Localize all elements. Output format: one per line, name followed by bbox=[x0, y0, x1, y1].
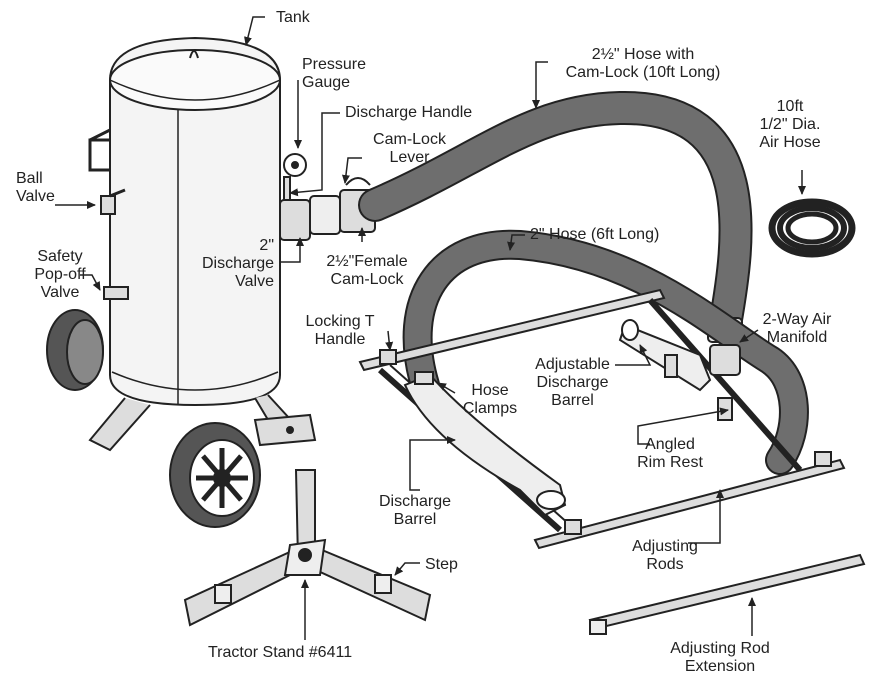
label-adjusting-rods: Adjusting Rods bbox=[620, 538, 710, 574]
label-line: Hose bbox=[471, 382, 509, 399]
label-line: Valve bbox=[235, 273, 274, 290]
label-hose-25: 2½" Hose with Cam-Lock (10ft Long) bbox=[548, 46, 738, 82]
label-line: Discharge bbox=[201, 255, 274, 272]
label-line: Manifold bbox=[766, 329, 828, 346]
label-line: 1/2" Dia. bbox=[759, 116, 821, 133]
label-line: Locking T bbox=[305, 313, 375, 330]
label-line: Lever bbox=[389, 149, 430, 166]
label-adjustable-barrel: Adjustable Discharge Barrel bbox=[525, 356, 620, 410]
label-line: Rods bbox=[646, 556, 684, 573]
label-line: Valve bbox=[40, 284, 80, 301]
label-line: Cam-Lock bbox=[373, 131, 446, 148]
label-line: Extension bbox=[684, 658, 756, 675]
label-hose-clamps: Hose Clamps bbox=[455, 382, 525, 418]
label-line: Cam-Lock (10ft Long) bbox=[565, 64, 721, 81]
label-line: 2½"Female bbox=[326, 253, 408, 270]
leader-lines bbox=[55, 16, 806, 640]
label-air-hose: 10ft 1/2" Dia. Air Hose bbox=[745, 98, 835, 152]
rod-extension bbox=[588, 553, 866, 635]
label-line: Cam-Lock bbox=[330, 271, 404, 288]
label-line: Adjusting Rod bbox=[670, 640, 770, 657]
label-line: Angled bbox=[645, 436, 695, 453]
label-pressure-gauge: Pressure Gauge bbox=[302, 56, 366, 92]
label-line: Barrel bbox=[393, 511, 437, 528]
hoses bbox=[358, 90, 856, 475]
label-line: 2½" Hose with bbox=[591, 46, 695, 63]
label-line: Valve bbox=[16, 188, 55, 205]
label-line: Air Hose bbox=[759, 134, 821, 151]
label-step: Step bbox=[425, 556, 458, 573]
label-locking-t-handle: Locking T Handle bbox=[285, 313, 395, 349]
tractor-stand bbox=[183, 469, 432, 627]
label-manifold: 2-Way Air Manifold bbox=[752, 311, 842, 347]
label-line: Pop-off bbox=[34, 266, 86, 283]
label-rod-extension: Adjusting Rod Extension bbox=[655, 640, 785, 676]
label-camlock-lever: Cam-Lock Lever bbox=[362, 131, 457, 167]
label-safety-valve: Safety Pop-off Valve bbox=[20, 248, 100, 302]
label-hose-2: 2" Hose (6ft Long) bbox=[530, 226, 660, 243]
tank-assembly bbox=[46, 36, 376, 528]
label-tank: Tank bbox=[276, 9, 310, 26]
label-line: 2-Way Air bbox=[762, 311, 832, 328]
label-line: Pressure bbox=[302, 56, 367, 73]
label-line: 10ft bbox=[776, 98, 804, 115]
label-female-camlock: 2½"Female Cam-Lock bbox=[312, 253, 422, 289]
label-line: Rim Rest bbox=[637, 454, 703, 471]
label-line: Discharge bbox=[536, 374, 609, 391]
label-tractor-stand: Tractor Stand #6411 bbox=[208, 644, 353, 661]
label-line: Gauge bbox=[302, 74, 351, 91]
label-line: Adjustable bbox=[535, 356, 610, 373]
label-line: Barrel bbox=[551, 392, 594, 409]
label-discharge-valve: 2" Discharge Valve bbox=[188, 237, 274, 291]
label-line: Clamps bbox=[462, 400, 518, 417]
label-discharge-handle: Discharge Handle bbox=[345, 104, 473, 121]
barrel-assembly bbox=[358, 288, 846, 550]
label-line: Handle bbox=[314, 331, 366, 348]
label-discharge-barrel: Discharge Barrel bbox=[370, 493, 460, 529]
label-line: Ball bbox=[16, 170, 43, 187]
label-line: Adjusting bbox=[632, 538, 698, 555]
label-line: Discharge bbox=[378, 493, 452, 510]
label-line: 2" bbox=[259, 237, 274, 254]
label-rim-rest: Angled Rim Rest bbox=[625, 436, 715, 472]
label-line: Safety bbox=[37, 248, 83, 265]
label-ball-valve: Ball Valve bbox=[16, 170, 55, 206]
